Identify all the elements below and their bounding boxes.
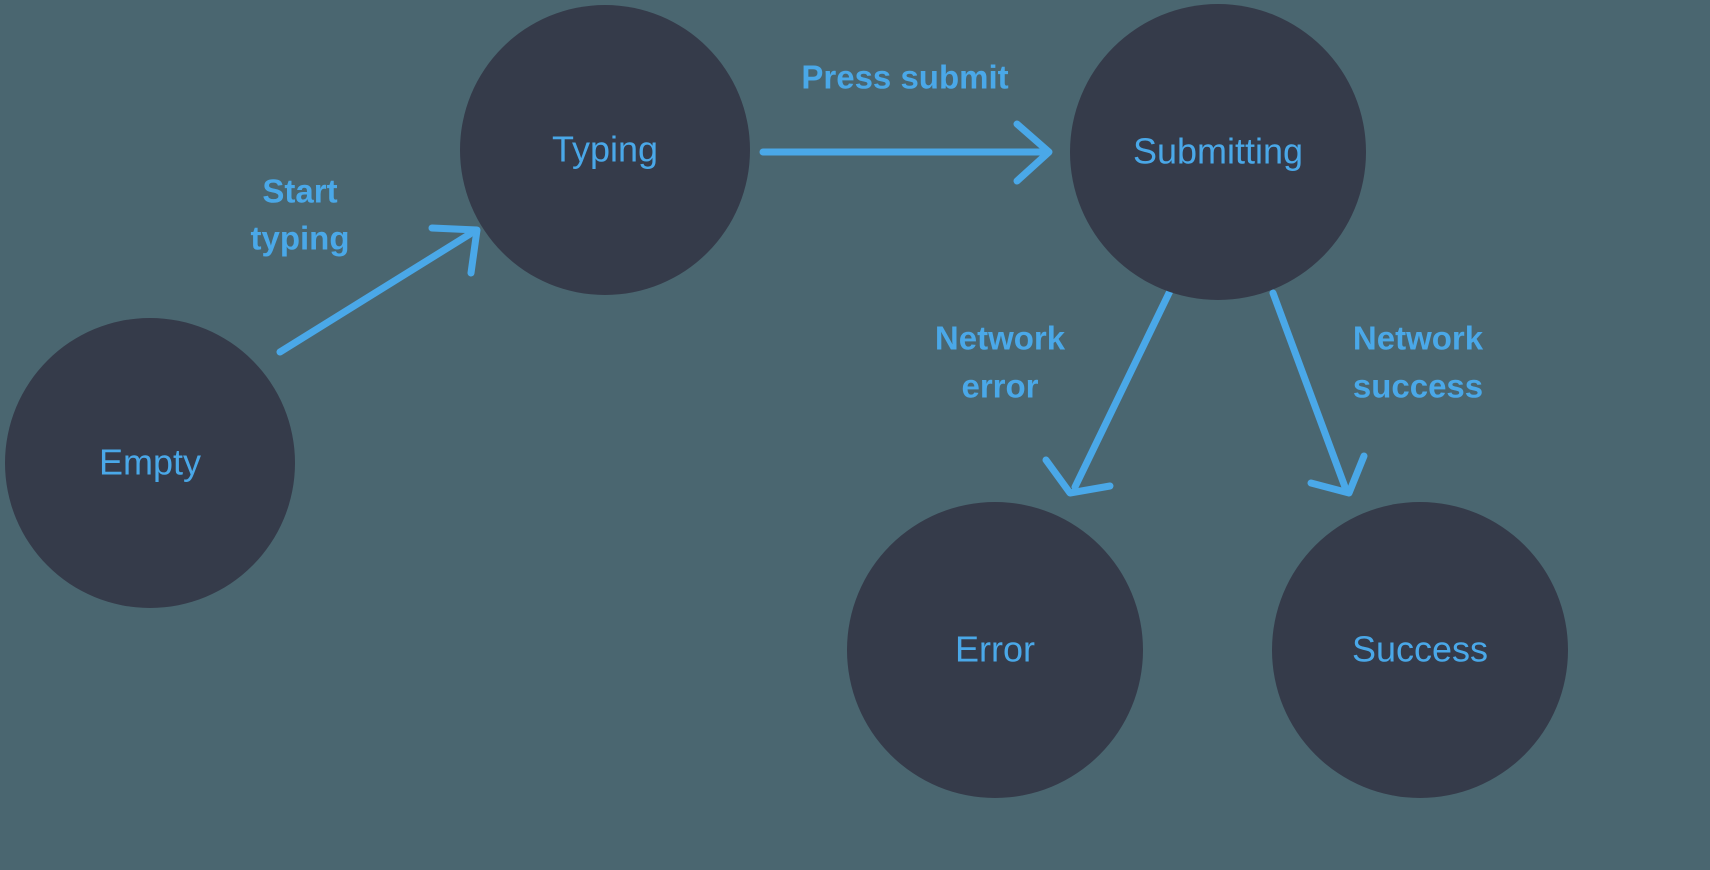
node-error-circle (847, 502, 1143, 798)
arrowhead-press-submit (1013, 120, 1053, 185)
node-error[interactable]: Error (847, 502, 1143, 798)
arrowhead-start-typing (428, 224, 481, 277)
arrowhead-network-error (1042, 456, 1114, 497)
edge-label-network-error-line1: Network (935, 320, 1066, 357)
node-submitting[interactable]: Submitting (1070, 4, 1366, 300)
node-empty-circle (5, 318, 295, 608)
node-typing[interactable]: Typing (460, 5, 750, 295)
edge-submitting-to-error[interactable] (1042, 287, 1174, 497)
edge-empty-to-typing[interactable] (276, 224, 481, 356)
edge-line-start-typing (276, 230, 474, 356)
arrowhead-network-success (1307, 452, 1368, 497)
edge-line-network-error (1071, 287, 1174, 491)
edge-label-network-success-line2: success (1353, 368, 1483, 405)
node-typing-label: Typing (552, 129, 658, 170)
node-error-label: Error (955, 629, 1035, 670)
node-submitting-label: Submitting (1133, 131, 1303, 172)
node-success[interactable]: Success (1272, 502, 1568, 798)
edge-label-start-typing-line1: Start (262, 173, 337, 210)
node-empty-label: Empty (99, 442, 201, 483)
node-success-circle (1272, 502, 1568, 798)
node-submitting-circle (1070, 4, 1366, 300)
edge-label-start-typing-line2: typing (251, 220, 350, 257)
edge-label-network-success-line1: Network (1353, 320, 1484, 357)
node-typing-circle (460, 5, 750, 295)
edge-submitting-to-success[interactable] (1269, 289, 1368, 497)
edge-label-network-error-line2: error (961, 368, 1038, 405)
node-empty[interactable]: Empty (5, 318, 295, 608)
edge-label-press-submit: Press submit (801, 59, 1008, 96)
node-success-label: Success (1352, 629, 1488, 670)
edge-line-network-success (1269, 289, 1349, 491)
edge-typing-to-submitting[interactable] (759, 120, 1053, 185)
